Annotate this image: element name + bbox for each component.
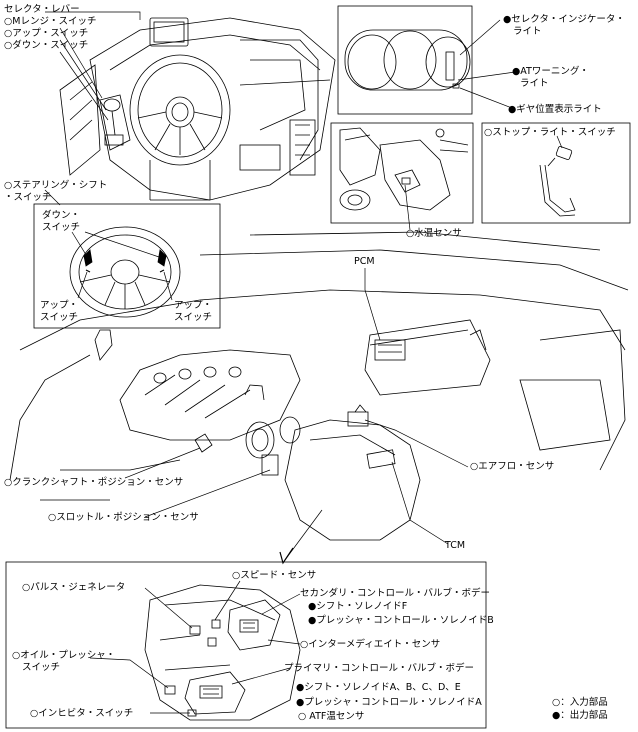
leader-lines (44, 11, 563, 714)
label-pressure-solenoid-a: ●プレッシャ・コントロール・ソレノイドA (296, 697, 482, 708)
label-m-range-switch: ○Mレンジ・スイッチ (4, 16, 97, 27)
label-down-switch: ○ダウン・スイッチ (4, 40, 89, 51)
label-shift-solenoid-a-e: ●シフト・ソレノイドA、B、C、D、E (296, 682, 461, 693)
label-inset-up-right: アップ・ (174, 300, 213, 311)
label-primary-valve-body: プライマリ・コントロール・バルブ・ボデー (284, 663, 475, 674)
label-pcm: PCM (354, 256, 375, 267)
label-secondary-valve-body: セカンダリ・コントロール・バルブ・ボデー (300, 588, 491, 599)
label-stop-light-switch: ○ストップ・ライト・スイッチ (484, 127, 616, 138)
label-inhibitor-switch: ○インヒビタ・スイッチ (30, 708, 134, 719)
label-selector-lever: セレクタ・レバー (4, 4, 80, 15)
label-throttle-position-sensor: ○スロットル・ポジション・センサ (48, 512, 199, 523)
label-atf-temp-sensor: ○ ATF温センサ (298, 711, 365, 722)
label-steering-shift-switch-2: ・スイッチ (4, 192, 52, 203)
label-oil-pressure-switch: ○オイル・プレッシャ・ (12, 650, 116, 661)
label-selector-indicator-light: ●セレクタ・インジケータ・ (503, 14, 625, 25)
label-inset-up-right-2: スイッチ (174, 312, 213, 323)
label-pulse-generator: ○パルス・ジェネレータ (22, 582, 126, 593)
legend-input-parts: ○：入力部品 (552, 697, 608, 708)
label-shift-solenoid-f: ●シフト・ソレノイドF (308, 601, 408, 612)
label-air-flow-sensor: ○エアフロ・センサ (470, 461, 555, 472)
legend-output-parts: ●：出力部品 (552, 710, 608, 721)
label-inset-down: ダウン・ (42, 210, 81, 221)
dashboard-illustration (59, 17, 336, 201)
label-at-warning-light: ●ATワーニング・ (512, 66, 589, 77)
label-inset-down-2: スイッチ (42, 222, 81, 233)
water-temp-sensor-illustration (330, 122, 474, 224)
label-selector-indicator-light-2: ライト (513, 26, 542, 37)
instrument-cluster-illustration (337, 5, 473, 115)
label-oil-pressure-switch-2: スイッチ (22, 662, 61, 673)
label-pressure-solenoid-b: ●プレッシャ・コントロール・ソレノイドB (308, 615, 494, 626)
label-inset-up-left-2: スイッチ (40, 312, 79, 323)
label-up-switch: ○アップ・スイッチ (4, 28, 89, 39)
label-inset-up-left: アップ・ (40, 300, 79, 311)
engine-bay-illustration (9, 231, 629, 541)
label-intermediate-sensor: ○インターメディエイト・センサ (300, 639, 441, 650)
label-gear-position-light: ●ギヤ位置表示ライト (508, 104, 602, 115)
label-tcm: TCM (445, 540, 466, 551)
transaxle-detail-illustration (5, 561, 487, 729)
label-crankshaft-position-sensor: ○クランクシャフト・ポジション・センサ (4, 477, 184, 488)
label-at-warning-light-2: ライト (520, 78, 549, 89)
stop-light-switch-illustration (481, 122, 631, 224)
label-steering-shift-switch: ○ステアリング・シフト (4, 180, 108, 191)
label-speed-sensor: ○スピード・センサ (232, 570, 317, 581)
label-water-temp-sensor: ○水温センサ (406, 228, 462, 239)
